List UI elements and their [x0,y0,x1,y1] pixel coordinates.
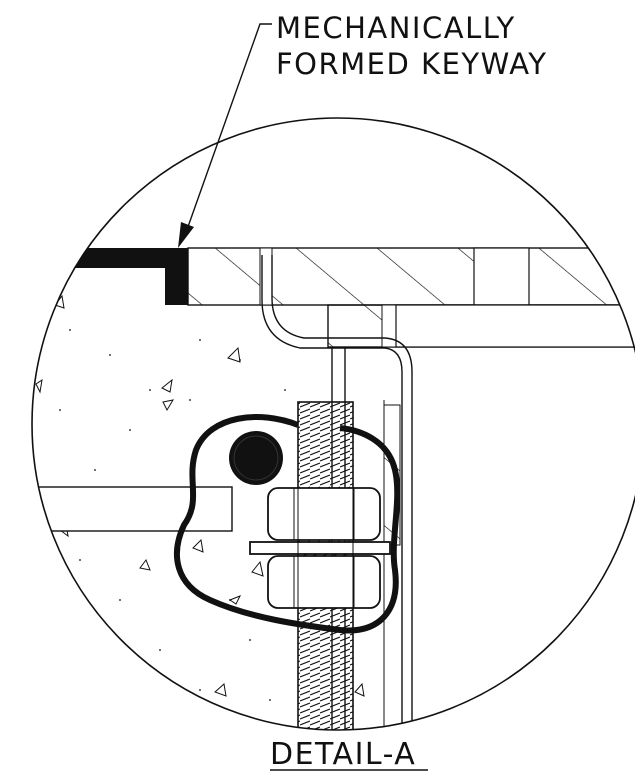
nut-upper [267,487,381,541]
horizontal-bar [32,486,233,532]
detail-title: DETAIL-A [270,737,416,772]
rebar-section [229,431,283,485]
washer [249,541,391,555]
nut-lower [267,555,381,609]
callout-label-line2: FORMED KEYWAY [276,47,548,81]
leader-arrow [178,23,272,248]
callout-label-line1: MECHANICALLY [276,11,516,45]
top-plate [187,247,635,306]
concrete-aggregate [35,294,365,697]
rebar-loop [174,414,401,634]
detail-circle [31,117,635,731]
formed-plate [261,255,403,730]
